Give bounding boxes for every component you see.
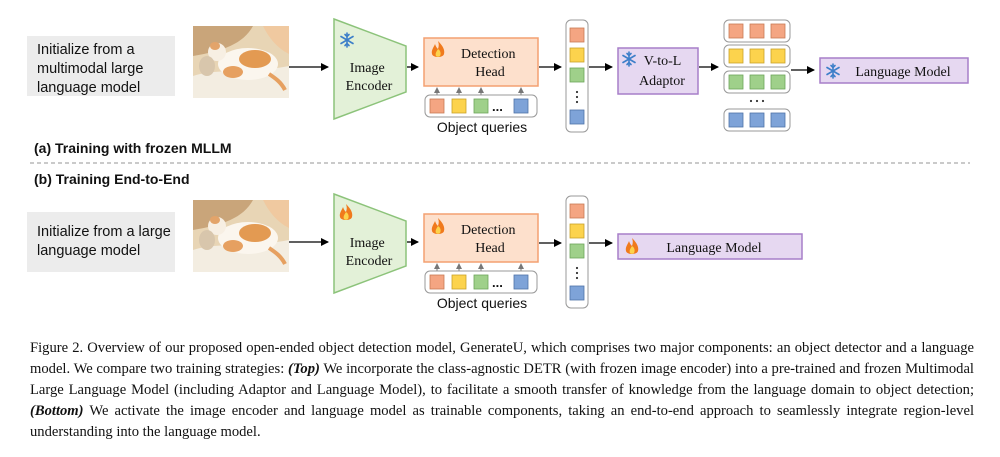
caption-text-3: We activate the image encoder and langua… [30,403,974,440]
init-text-box-b [27,212,175,272]
image-encoder-b [333,192,407,295]
query-token-yellow [451,274,467,290]
image-encoder-a [333,17,407,121]
feature-green [569,243,585,259]
figure-diagram: Initialize from a multimodal large langu… [27,17,970,311]
v-to-l-adaptor [617,47,699,95]
query-ellipsis: ... [492,275,503,290]
input-image-a [191,24,291,100]
section-label-a: (a) Training with frozen MLLM [34,140,232,156]
init-text-a: Initialize from a multimodal large langu… [37,42,147,96]
query-token-orange [429,274,445,290]
object-queries-label-a: Object queries [437,119,527,135]
detection-head-label-b: Detection Head [461,223,519,256]
language-model-label-b: Language Model [666,241,761,256]
detection-head-label-a: Detection Head [461,47,519,80]
query-ellipsis: ... [492,99,503,114]
feature-orange [569,27,585,43]
feature-orange [569,203,585,219]
query-token-blue [513,274,529,290]
caption-text-2: We incorporate the class-agnostic DETR (… [30,361,974,398]
section-label-b: (b) Training End-to-End [34,171,190,187]
query-token-orange [429,98,445,114]
feature-blue [569,285,585,301]
feature-yellow [569,223,585,239]
caption-top-label: (Top) [287,361,320,377]
feature-yellow [569,47,585,63]
image-encoder-label-a: Image Encoder [346,61,393,94]
language-model-label-a: Language Model [855,65,950,80]
detection-head-a [423,37,539,87]
language-model-a [819,57,969,84]
input-image-b [191,198,291,274]
query-token-yellow [451,98,467,114]
detection-head-b [423,213,539,263]
init-text-b: Initialize from a large language model [37,224,175,259]
image-encoder-label-b: Image Encoder [346,236,393,269]
adapted-token-groups [723,19,791,132]
feature-blue [569,109,585,125]
query-token-green [473,98,489,114]
init-text-box-a [27,36,175,96]
vertical-ellipsis [575,266,579,280]
language-model-b [617,233,803,260]
figure-caption: Figure 2. Overview of our proposed open-… [30,338,974,443]
caption-bottom-label: (Bottom) [30,403,84,419]
adaptor-label: V-to-L Adaptor [639,54,685,89]
feature-green [569,67,585,83]
vertical-ellipsis [575,90,579,104]
caption-text-1: Figure 2. Overview of our proposed open-… [30,340,974,377]
query-token-green [473,274,489,290]
query-token-blue [513,98,529,114]
object-queries-label-b: Object queries [437,295,527,311]
